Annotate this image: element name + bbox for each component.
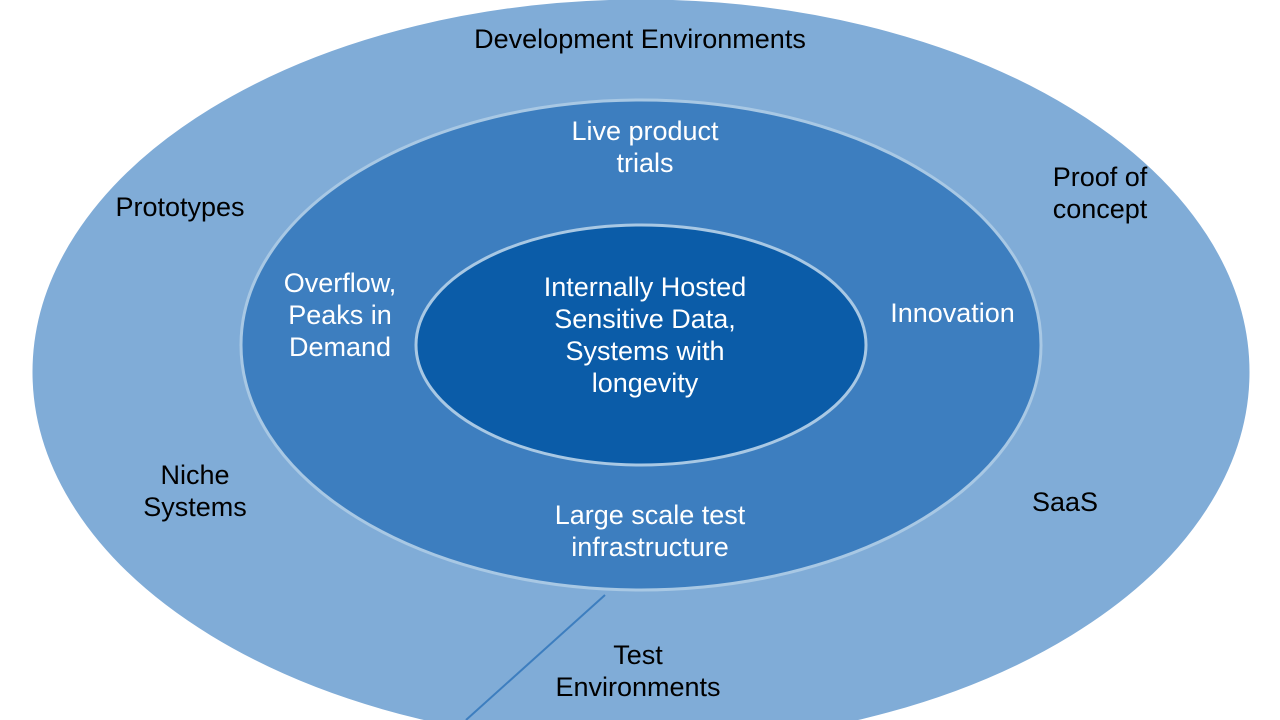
page-title: Development Environments xyxy=(474,24,806,54)
outer-label-niche-systems: Niche Systems xyxy=(143,460,247,522)
outer-label-proof-of-concept: Proof of concept xyxy=(1052,162,1148,224)
middle-label-overflow-peaks-in-demand: Overflow, Peaks in Demand xyxy=(283,268,397,362)
leader-line-test-environments xyxy=(465,594,606,720)
middle-label-innovation: Innovation xyxy=(890,298,1015,328)
middle-label-large-scale-test-infrastructure: Large scale test infrastructure xyxy=(554,500,746,562)
inner-ellipse-core[interactable] xyxy=(414,223,868,467)
middle-label-live-product-trials: Live product trials xyxy=(571,116,719,178)
inner-label-core-text: Internally Hosted Sensitive Data, System… xyxy=(543,272,747,398)
outer-label-saas: SaaS xyxy=(1031,487,1099,517)
outer-label-prototypes: Prototypes xyxy=(115,192,245,222)
outer-label-test-environments: Test Environments xyxy=(555,640,721,702)
